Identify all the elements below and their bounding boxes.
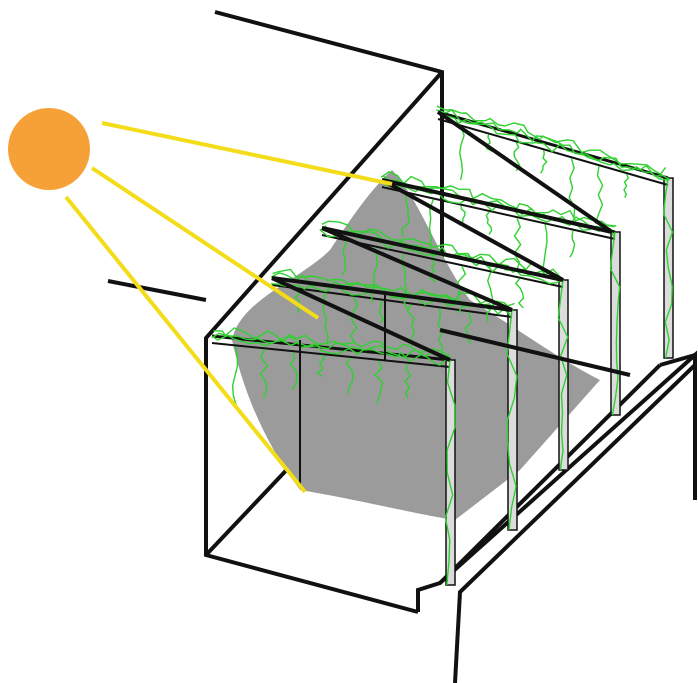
vine-tendril: [486, 212, 491, 235]
vine-tendril: [570, 231, 575, 258]
vine-tendril: [233, 346, 238, 405]
vine-tendril: [516, 279, 524, 308]
roof-line: [215, 12, 442, 108]
vine-tendril: [569, 158, 575, 217]
vine-tendril: [514, 218, 521, 271]
vine-tendril: [595, 166, 602, 224]
vine-tendril: [624, 174, 628, 198]
sun-ray: [92, 168, 318, 318]
vine-strand: [436, 110, 665, 174]
trellis-post: [611, 232, 620, 415]
sun-ray: [102, 123, 392, 184]
sun-icon: [8, 108, 90, 190]
vine-tendril: [460, 127, 464, 180]
trellis-post: [508, 310, 517, 530]
left-wall-stub: [108, 281, 206, 300]
vine-tendril: [541, 150, 547, 173]
